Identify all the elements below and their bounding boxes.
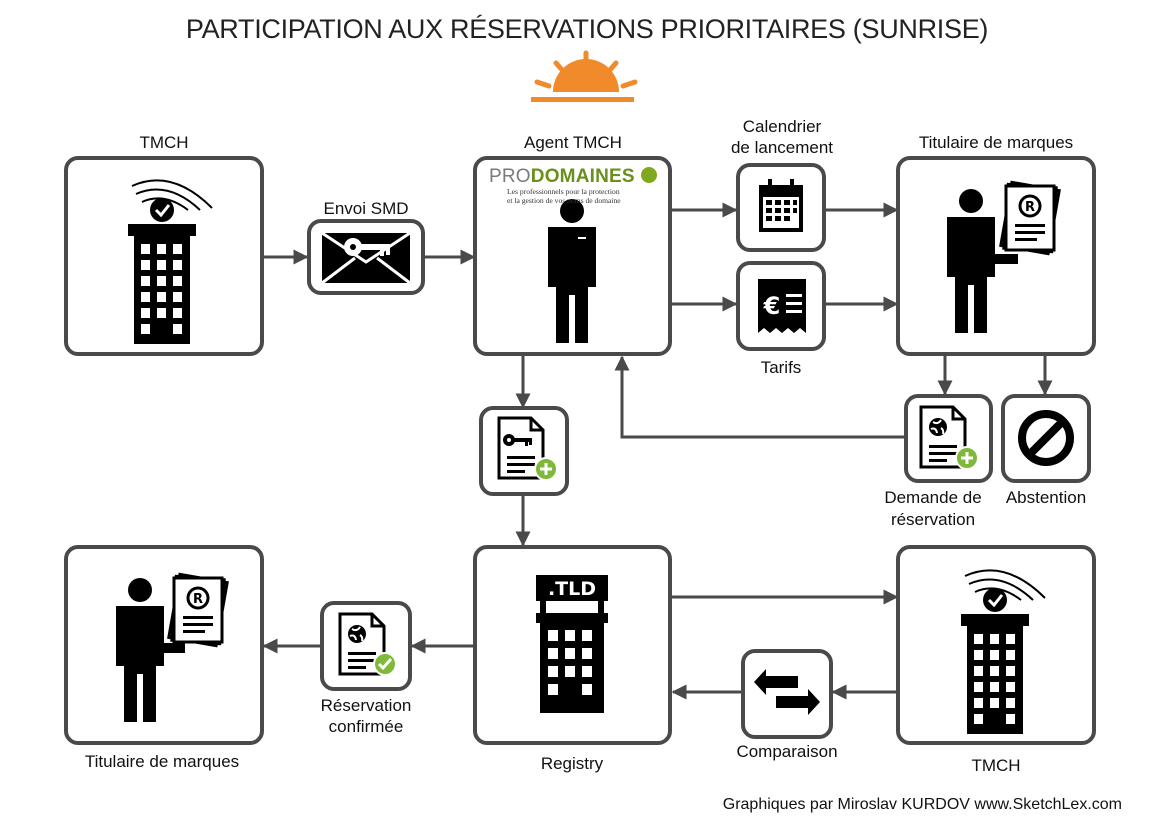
euro-receipt-icon: €	[758, 279, 806, 333]
document-check-icon	[338, 612, 397, 676]
tarifs-label: Tarifs	[760, 358, 802, 377]
swap-arrows-icon	[754, 669, 820, 715]
agent-tmch-label: Agent TMCH	[524, 133, 622, 152]
tld-building-icon: .TLD	[536, 575, 608, 713]
person-trademark-docs-icon	[116, 572, 229, 722]
calendrier-label-2: de lancement	[730, 138, 834, 157]
connector-lines	[262, 202, 1053, 700]
reservation-label-2: confirmée	[328, 717, 404, 736]
person-icon	[548, 199, 596, 343]
svg-text:.TLD: .TLD	[548, 578, 596, 600]
comparaison-label: Comparaison	[736, 742, 838, 761]
document-add-icon	[919, 405, 979, 470]
document-key-add-icon	[497, 416, 558, 481]
prodomaines-logo: PRODOMAINES Les professionnels pour la p…	[489, 166, 659, 216]
titulaire-top-label: Titulaire de marques	[918, 133, 1074, 152]
credit-line: Graphiques par Miroslav KURDOV www.Sketc…	[722, 796, 1122, 813]
abstention-label: Abstention	[1005, 488, 1087, 507]
prohibited-icon	[1018, 410, 1074, 466]
reservation-label-1: Réservation	[320, 696, 412, 715]
tmch-bottom-label: TMCH	[971, 756, 1021, 775]
demande-label-2: réservation	[890, 510, 976, 529]
logo-ball-icon	[641, 167, 657, 183]
demande-label-1: Demande de	[884, 488, 982, 507]
envoi-smd-label: Envoi SMD	[323, 199, 409, 218]
titulaire-bottom-label: Titulaire de marques	[84, 752, 240, 771]
sun-icon	[531, 50, 638, 102]
calendrier-label-1: Calendrier	[742, 117, 822, 136]
svg-text:€: €	[763, 292, 781, 320]
registry-label: Registry	[540, 754, 604, 773]
tmch-top-label: TMCH	[139, 133, 189, 152]
diagram-title: PARTICIPATION AUX RÉSERVATIONS PRIORITAI…	[185, 14, 989, 44]
calendar-icon	[759, 179, 803, 232]
envelope-key-icon	[321, 231, 411, 285]
comparaison-box	[741, 649, 833, 739]
person-trademark-docs-icon	[947, 180, 1061, 333]
